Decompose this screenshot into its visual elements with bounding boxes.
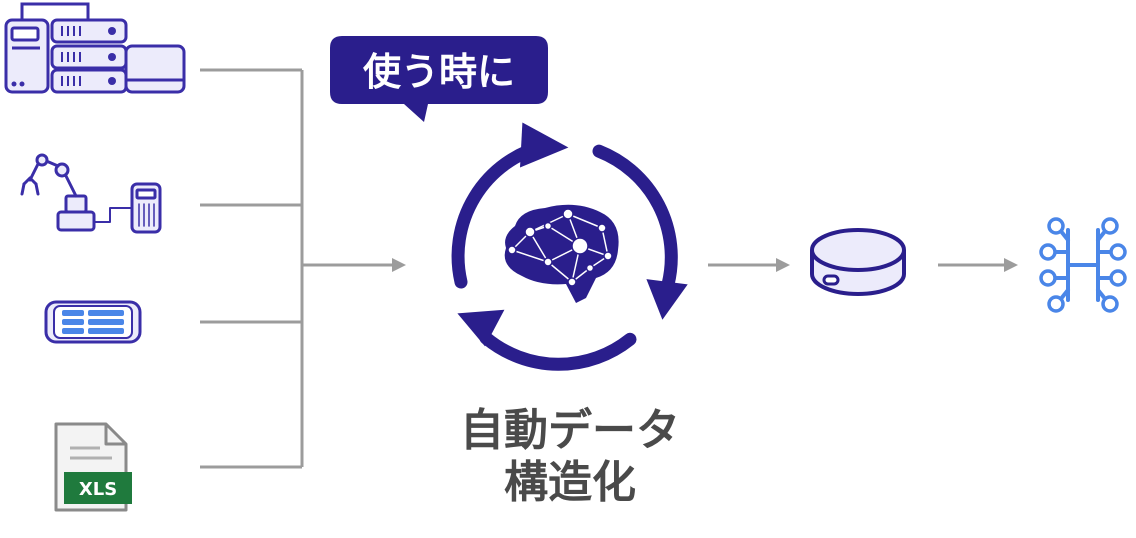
circuit-nodes-icon	[1039, 217, 1127, 313]
xls-label: XLS	[79, 479, 117, 500]
speech-bubble: 使う時に	[330, 36, 548, 122]
cycle-arrowheads	[457, 122, 688, 347]
connector-lines	[200, 68, 392, 469]
output-arrows	[708, 258, 1018, 272]
caption-line-2: 構造化	[504, 457, 636, 508]
robot-arm-icon	[20, 153, 162, 234]
xls-file-icon: XLS	[54, 422, 132, 512]
brain-network-icon	[504, 204, 619, 303]
server-rack-icon	[4, 2, 186, 94]
device-panel-icon	[44, 300, 142, 344]
arrow-into-cycle	[392, 258, 406, 272]
bubble-label: 使う時に	[363, 50, 515, 94]
center-caption: 自動データ 構造化	[440, 405, 700, 509]
caption-line-1: 自動データ	[460, 405, 680, 456]
database-disk-icon	[810, 228, 906, 296]
